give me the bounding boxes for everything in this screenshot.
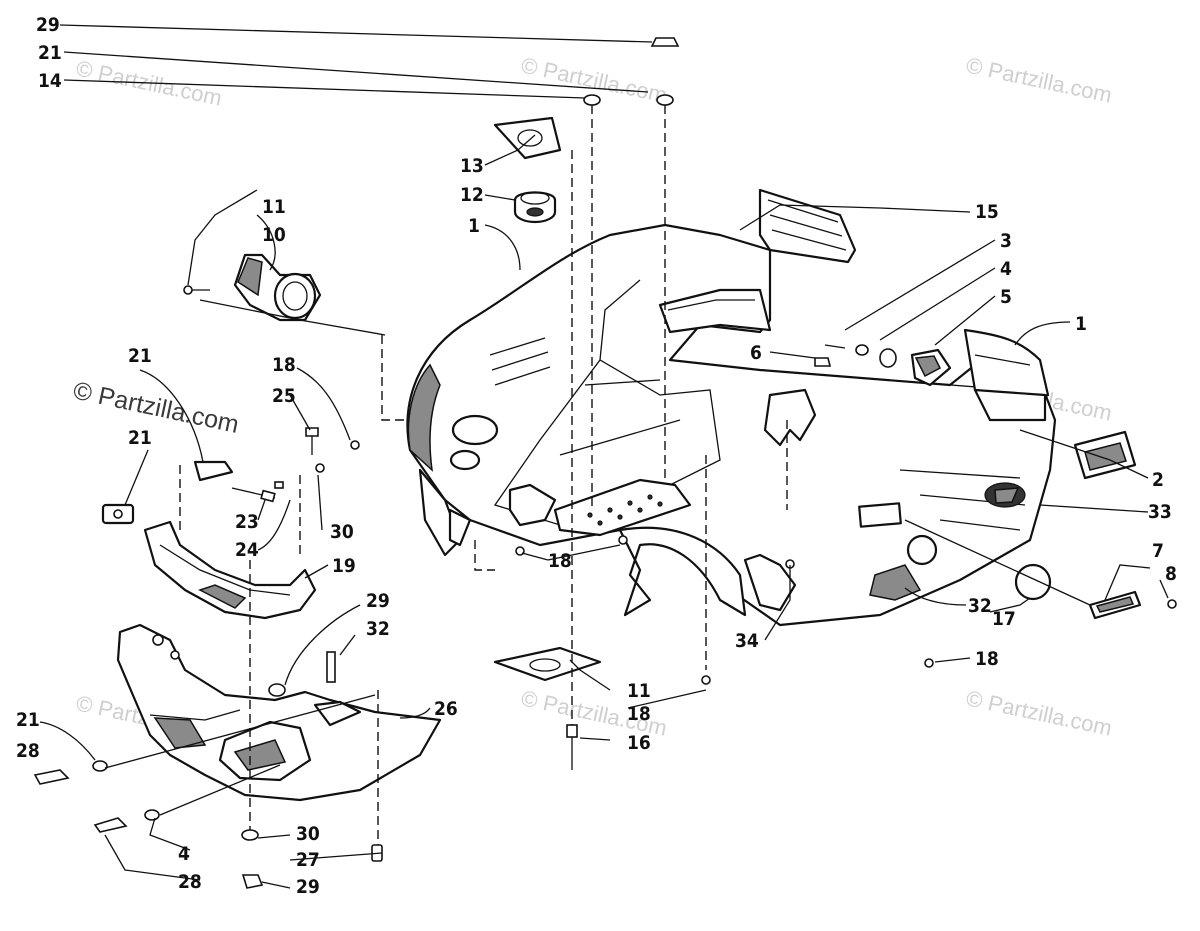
watermark-main: © Partzilla.com — [71, 376, 242, 438]
grommet — [513, 191, 557, 224]
decal-plate — [1073, 430, 1137, 480]
watermark: © Partzilla.com — [964, 52, 1114, 107]
callout-label: 11 — [627, 680, 651, 702]
callout-label: 1 — [1075, 313, 1087, 335]
callout-label: 8 — [1165, 563, 1177, 585]
callout-labels: 29 21 14 13 12 1 15 3 4 5 1 6 2 33 7 8 1… — [16, 14, 1177, 898]
callout-label: 18 — [627, 703, 651, 725]
callout-label: 30 — [330, 521, 354, 543]
side-panel-right — [963, 328, 1050, 422]
callout-label: 25 — [272, 385, 296, 407]
callout-label: 21 — [16, 709, 40, 731]
callout-label: 12 — [460, 184, 484, 206]
callout-label: 7 — [1152, 540, 1164, 562]
callout-label: 28 — [178, 871, 202, 893]
callout-label: 29 — [366, 590, 390, 612]
callout-label: 21 — [38, 42, 62, 64]
lens — [1014, 563, 1052, 601]
callout-label: 33 — [1148, 501, 1172, 523]
leader-lines — [39, 24, 1169, 889]
callout-label: 23 — [235, 511, 259, 533]
gauge-pod — [183, 253, 322, 322]
callout-label: 21 — [128, 427, 152, 449]
callout-label: 26 — [434, 698, 458, 720]
callout-label: 32 — [366, 618, 390, 640]
callout-label: 19 — [332, 555, 356, 577]
callout-label: 28 — [16, 740, 40, 762]
callout-label: 34 — [735, 630, 759, 652]
callout-label: 18 — [272, 354, 296, 376]
callout-label: 27 — [296, 849, 320, 871]
callout-label: 29 — [36, 14, 60, 36]
vent-panel — [658, 188, 857, 334]
watermark: © Partzilla.com — [964, 685, 1114, 740]
callout-label: 29 — [296, 876, 320, 898]
rivet-pin — [566, 724, 578, 770]
callout-label: 32 — [968, 595, 992, 617]
callout-label: 14 — [38, 70, 62, 92]
callout-label: 15 — [975, 201, 999, 223]
kick-plate-bottom — [493, 646, 602, 682]
callout-label: 2 — [1152, 469, 1164, 491]
hardware-bottom — [33, 440, 934, 889]
callout-label: 4 — [178, 843, 190, 865]
front-bumper — [116, 623, 442, 802]
callout-label: 24 — [235, 539, 259, 561]
badge-plate — [1088, 590, 1177, 620]
kick-plate-top — [493, 116, 562, 160]
callout-label: 3 — [1000, 230, 1012, 252]
belly-pan-main — [406, 223, 1057, 627]
callout-label: 17 — [992, 608, 1016, 630]
hardware-right — [814, 344, 952, 387]
callout-label: 6 — [750, 342, 762, 364]
callout-label: 4 — [1000, 258, 1012, 280]
callout-label: 16 — [627, 732, 651, 754]
callout-label: 13 — [460, 155, 484, 177]
callout-label: 30 — [296, 823, 320, 845]
tower-bracket — [193, 460, 284, 503]
callout-label: 1 — [468, 215, 480, 237]
fasteners-misc — [305, 427, 383, 862]
callout-label: 21 — [128, 345, 152, 367]
callout-label: 10 — [262, 224, 286, 246]
callout-label: 5 — [1000, 286, 1012, 308]
lower-fairing-left — [101, 503, 317, 620]
callout-label: 11 — [262, 196, 286, 218]
alignment-lines — [179, 105, 788, 845]
callout-label: 18 — [975, 648, 999, 670]
callout-label: 18 — [548, 550, 572, 572]
